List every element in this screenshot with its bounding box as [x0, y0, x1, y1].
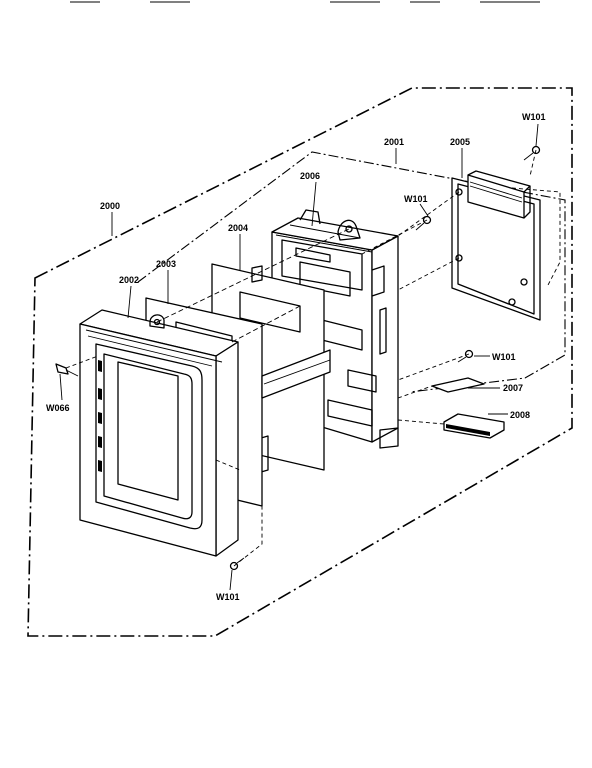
screw-w066 [55, 363, 79, 377]
label-w101-mid: W101 [404, 194, 428, 204]
label-2002: 2002 [119, 275, 139, 285]
label-2004: 2004 [228, 223, 248, 233]
label-2008: 2008 [510, 410, 530, 420]
assembly-2001-boundary [137, 151, 566, 393]
label-2005: 2005 [450, 137, 470, 147]
screw-w101-top [523, 145, 541, 161]
screw-w101-right [457, 349, 474, 363]
label-w101-bottom: W101 [216, 592, 240, 602]
label-2001: 2001 [384, 137, 404, 147]
assembly-2000-boundary [27, 87, 573, 637]
front-frame-2002 [79, 309, 239, 557]
label-w066: W066 [46, 403, 70, 413]
control-board-2005 [451, 170, 561, 321]
label-w101-right: W101 [492, 352, 516, 362]
button-key-2008 [443, 413, 505, 439]
leader-lines [59, 123, 539, 591]
label-2000: 2000 [100, 201, 120, 211]
label-2006: 2006 [300, 171, 320, 181]
alignment-guides [65, 149, 537, 567]
membrane-2007 [431, 377, 485, 393]
label-2003: 2003 [156, 259, 176, 269]
label-w101-top: W101 [522, 112, 546, 122]
screw-w101-mid [415, 215, 432, 231]
label-2007: 2007 [503, 383, 523, 393]
